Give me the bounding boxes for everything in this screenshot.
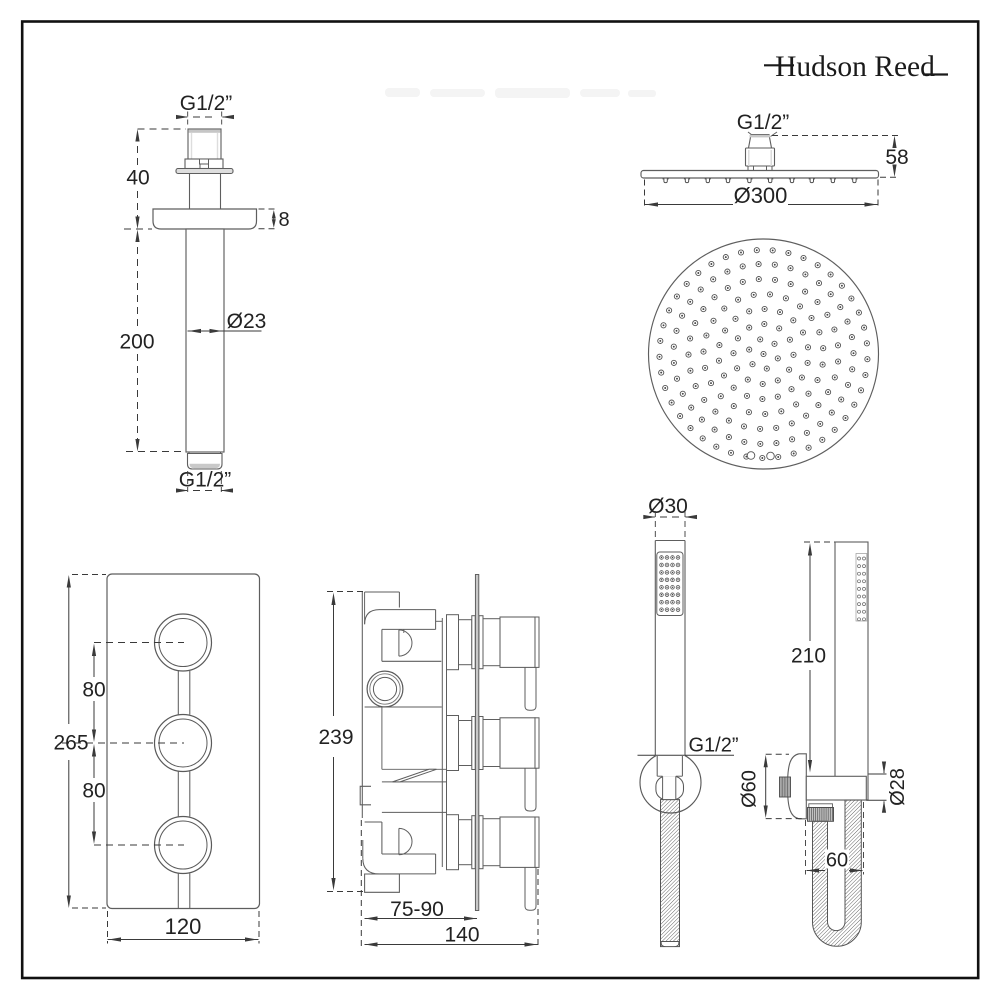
svg-text:210: 210: [791, 645, 826, 668]
svg-text:120: 120: [165, 914, 202, 939]
svg-text:140: 140: [444, 924, 479, 947]
svg-text:75-90: 75-90: [390, 898, 444, 921]
svg-text:58: 58: [885, 146, 908, 169]
svg-text:Ø28: Ø28: [887, 768, 909, 806]
svg-text:Ø30: Ø30: [648, 495, 688, 518]
svg-text:80: 80: [82, 780, 105, 803]
svg-text:80: 80: [82, 679, 105, 702]
svg-text:200: 200: [119, 331, 154, 354]
svg-text:G1/2”: G1/2”: [180, 92, 233, 115]
svg-text:265: 265: [53, 732, 88, 755]
svg-text:Ø23: Ø23: [227, 310, 267, 333]
svg-text:40: 40: [126, 167, 149, 190]
svg-text:239: 239: [318, 726, 353, 749]
svg-text:G1/2”: G1/2”: [179, 469, 232, 492]
svg-text:60: 60: [826, 850, 848, 872]
svg-text:G1/2”: G1/2”: [737, 111, 790, 134]
svg-text:G1/2”: G1/2”: [688, 735, 738, 757]
svg-text:Hudson Reed: Hudson Reed: [775, 51, 935, 83]
svg-text:8: 8: [278, 209, 289, 231]
svg-text:Ø60: Ø60: [739, 770, 761, 808]
svg-text:Ø300: Ø300: [734, 183, 788, 208]
